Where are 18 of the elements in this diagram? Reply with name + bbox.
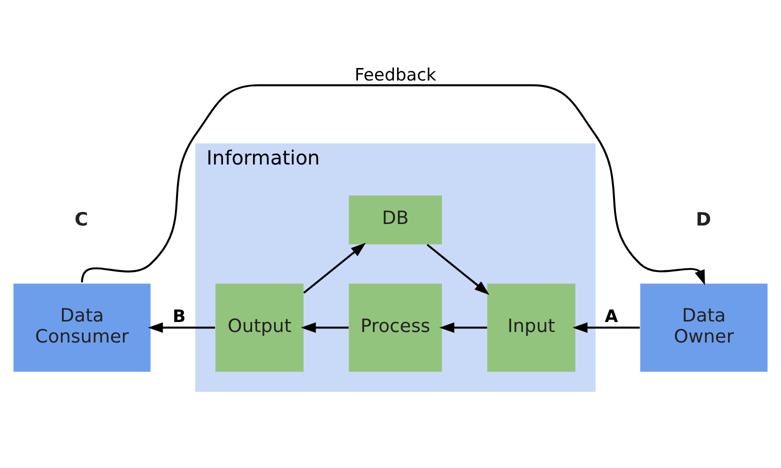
edge-label: B [172, 306, 186, 327]
arrow [426, 244, 490, 295]
edge-label: A [604, 306, 618, 327]
arrow [300, 322, 349, 333]
arrow [303, 242, 366, 294]
label: C [74, 209, 88, 230]
edge-label: Feedback [354, 66, 436, 86]
node-box: Input [487, 284, 576, 372]
label: D [696, 209, 712, 230]
node-box: Process [348, 284, 442, 372]
arrow [148, 322, 215, 333]
node-box: DB [348, 195, 442, 244]
node-box: Output [215, 284, 304, 372]
arrow [439, 322, 488, 333]
node-box: Data Owner [640, 284, 768, 372]
node-box: Data Consumer [13, 284, 151, 372]
arrow [81, 84, 705, 286]
arrow [572, 322, 640, 333]
